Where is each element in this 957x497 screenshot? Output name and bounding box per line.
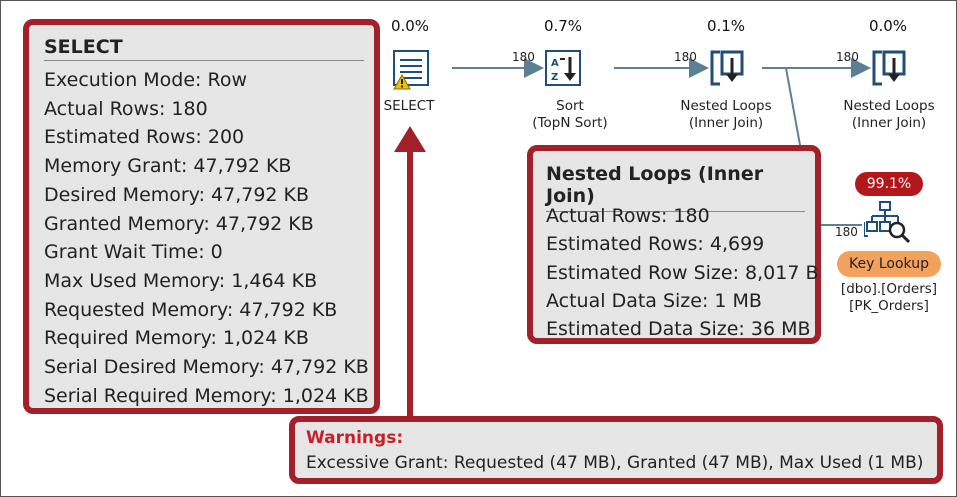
key-lookup-operator-icon[interactable] bbox=[863, 200, 914, 250]
tooltip-row-granted-memory: Granted Memory: 47,792 KB bbox=[44, 212, 314, 235]
tooltip-row-required-memory: Required Memory: 1,024 KB bbox=[44, 327, 309, 350]
arrow-keylookup-to-nl1 bbox=[785, 67, 801, 146]
svg-text:Z: Z bbox=[551, 72, 558, 83]
sort-label-line2: (TopN Sort) bbox=[532, 115, 608, 131]
sort-label: Sort (TopN Sort) bbox=[520, 98, 620, 132]
tooltip-row-grant-wait-time: Grant Wait Time: 0 bbox=[44, 241, 223, 264]
select-tooltip-title: SELECT bbox=[44, 36, 364, 61]
select-properties-tooltip: SELECT Execution Mode: Row Actual Rows: … bbox=[23, 19, 380, 414]
key-lookup-label-line1: [dbo].[Orders] bbox=[840, 281, 938, 297]
nested-loops-1-operator-icon[interactable] bbox=[706, 46, 750, 94]
sort-operator-icon[interactable]: A Z bbox=[544, 49, 584, 93]
nested-loops-2-label: Nested Loops (Inner Join) bbox=[833, 98, 945, 132]
nested-loops-2-label-line1: Nested Loops bbox=[843, 98, 935, 114]
sort-label-line1: Sort bbox=[556, 98, 584, 114]
nested-loops-2-operator-icon[interactable] bbox=[868, 46, 912, 94]
tooltip-row-serial-required-memory: Serial Required Memory: 1,024 KB bbox=[44, 384, 369, 407]
sort-cost: 0.7% bbox=[543, 17, 583, 35]
nested-loops-1-label: Nested Loops (Inner Join) bbox=[670, 98, 782, 132]
nested-loops-tooltip-rows: Actual Rows: 180 Estimated Rows: 4,699 E… bbox=[546, 202, 819, 343]
select-cost: 0.0% bbox=[390, 17, 430, 35]
nested-loops-icon bbox=[872, 50, 906, 86]
sort-icon: A Z bbox=[545, 50, 581, 86]
key-lookup-label-line2: [PK_Orders] bbox=[849, 298, 929, 314]
tooltip-row-estimated-rows: Estimated Rows: 200 bbox=[44, 126, 245, 149]
tooltip-row-estimated-rows: Estimated Rows: 4,699 bbox=[546, 233, 765, 256]
key-lookup-object-label: [dbo].[Orders] [PK_Orders] bbox=[826, 281, 952, 315]
tooltip-row-estimated-row-size: Estimated Row Size: 8,017 B bbox=[546, 261, 819, 284]
select-label: SELECT bbox=[383, 98, 435, 114]
nested-loops-properties-tooltip: Nested Loops (Inner Join) Actual Rows: 1… bbox=[527, 145, 821, 344]
callout-arrow-head bbox=[394, 126, 426, 152]
tooltip-row-execution-mode: Execution Mode: Row bbox=[44, 69, 247, 91]
key-lookup-badge: Key Lookup bbox=[837, 251, 941, 277]
warnings-message: Excessive Grant: Requested (47 MB), Gran… bbox=[306, 453, 924, 473]
sort-rows-in: 180 bbox=[512, 50, 535, 64]
nested-loops-2-rows-in: 180 bbox=[836, 50, 859, 64]
tooltip-row-max-used-memory: Max Used Memory: 1,464 KB bbox=[44, 269, 318, 292]
select-operator-icon[interactable] bbox=[392, 49, 432, 95]
nested-loops-tooltip-title: Nested Loops (Inner Join) bbox=[546, 163, 805, 212]
tooltip-row-actual-rows: Actual Rows: 180 bbox=[546, 205, 710, 227]
tooltip-row-desired-memory: Desired Memory: 47,792 KB bbox=[44, 183, 310, 206]
nested-loops-1-rows-in: 180 bbox=[674, 50, 697, 64]
svg-text:A: A bbox=[551, 58, 559, 69]
select-icon bbox=[393, 50, 429, 90]
nested-loops-1-cost: 0.1% bbox=[706, 17, 746, 35]
tooltip-row-estimated-data-size: Estimated Data Size: 36 MB bbox=[546, 318, 811, 341]
nested-loops-2-label-line2: (Inner Join) bbox=[851, 115, 927, 131]
warnings-title: Warnings: bbox=[306, 428, 404, 448]
key-lookup-rows-in: 180 bbox=[835, 225, 858, 239]
tooltip-row-actual-rows: Actual Rows: 180 bbox=[44, 97, 208, 120]
tooltip-row-serial-desired-memory: Serial Desired Memory: 47,792 KB bbox=[44, 356, 369, 379]
key-lookup-icon bbox=[863, 201, 911, 244]
nested-loops-1-label-line1: Nested Loops bbox=[680, 98, 772, 114]
tooltip-row-requested-memory: Requested Memory: 47,792 KB bbox=[44, 298, 338, 321]
warnings-box: Warnings: Excessive Grant: Requested (47… bbox=[289, 416, 943, 484]
tooltip-row-memory-grant: Memory Grant: 47,792 KB bbox=[44, 155, 292, 178]
nested-loops-2-cost: 0.0% bbox=[868, 17, 908, 35]
key-lookup-cost-badge: 99.1% bbox=[855, 172, 923, 196]
select-tooltip-rows: Execution Mode: Row Actual Rows: 180 Est… bbox=[44, 66, 369, 410]
tooltip-row-actual-data-size: Actual Data Size: 1 MB bbox=[546, 289, 762, 312]
nested-loops-1-label-line2: (Inner Join) bbox=[688, 115, 764, 131]
nested-loops-icon bbox=[710, 50, 744, 86]
